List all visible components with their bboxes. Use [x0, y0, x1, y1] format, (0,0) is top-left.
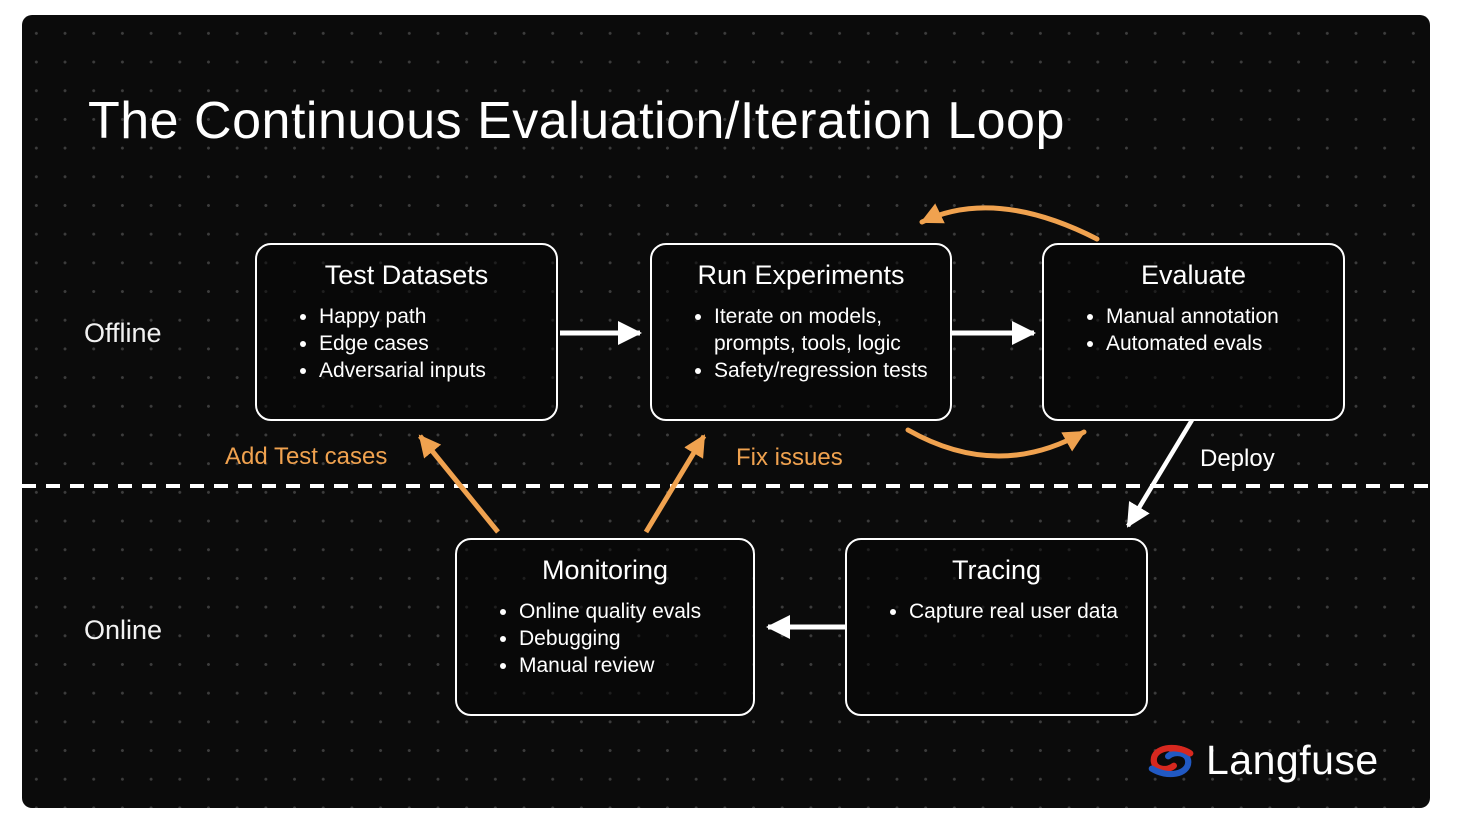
- node-bullet-list: Happy path Edge cases Adversarial inputs: [257, 304, 556, 385]
- slide-background: The Continuous Evaluation/Iteration Loop…: [22, 15, 1430, 808]
- node-title: Tracing: [951, 555, 1042, 585]
- add-test-cases-label: Add Test cases: [225, 443, 388, 470]
- node-monitoring: Monitoring Online quality evals Debuggin…: [455, 538, 755, 716]
- page-title: The Continuous Evaluation/Iteration Loop: [88, 92, 1065, 150]
- node-title: Test Datasets: [324, 260, 489, 290]
- bullet-item: Adversarial inputs: [319, 358, 542, 385]
- langfuse-logo-icon: [1148, 744, 1194, 777]
- node-title: Run Experiments: [697, 260, 905, 290]
- arrow-evaluate-to-runexperiments-loop: [919, 203, 1100, 242]
- node-run-experiments: Run Experiments Iterate on models, promp…: [650, 243, 952, 421]
- bullet-item: Manual review: [519, 653, 739, 680]
- node-bullet-list: Capture real user data: [847, 599, 1146, 626]
- arrow-deploy-evaluate-to-tracing: [1126, 418, 1194, 528]
- node-evaluate: Evaluate Manual annotation Automated eva…: [1042, 243, 1345, 421]
- node-title: Evaluate: [1140, 260, 1247, 290]
- deploy-label: Deploy: [1200, 445, 1275, 472]
- node-bullet-list: Online quality evals Debugging Manual re…: [457, 599, 753, 680]
- arrow-monitoring-to-testdatasets: [418, 434, 500, 534]
- bullet-item: Manual annotation: [1106, 304, 1329, 331]
- brand-name: Langfuse: [1206, 737, 1379, 783]
- arrow-runexperiments-to-evaluate-loop: [905, 427, 1087, 459]
- node-bullet-list: Manual annotation Automated evals: [1044, 304, 1343, 358]
- bullet-item: Online quality evals: [519, 599, 739, 626]
- online-label: Online: [84, 615, 163, 645]
- node-test-datasets: Test Datasets Happy path Edge cases Adve…: [255, 243, 558, 421]
- node-title: Monitoring: [541, 555, 669, 585]
- langfuse-logo: Langfuse: [1148, 737, 1379, 784]
- node-tracing: Tracing Capture real user data: [845, 538, 1148, 716]
- bullet-item: Edge cases: [319, 331, 542, 358]
- bullet-item: Happy path: [319, 304, 542, 331]
- bullet-item: Capture real user data: [909, 599, 1132, 626]
- node-bullet-list: Iterate on models, prompts, tools, logic…: [652, 304, 950, 385]
- offline-label: Offline: [84, 318, 162, 348]
- fix-issues-label: Fix issues: [736, 444, 843, 471]
- bullet-item: Safety/regression tests: [714, 358, 936, 385]
- bullet-item: Iterate on models, prompts, tools, logic: [714, 304, 936, 358]
- bullet-item: Debugging: [519, 626, 739, 653]
- bullet-item: Automated evals: [1106, 331, 1329, 358]
- arrow-monitoring-to-runexperiments: [643, 434, 707, 534]
